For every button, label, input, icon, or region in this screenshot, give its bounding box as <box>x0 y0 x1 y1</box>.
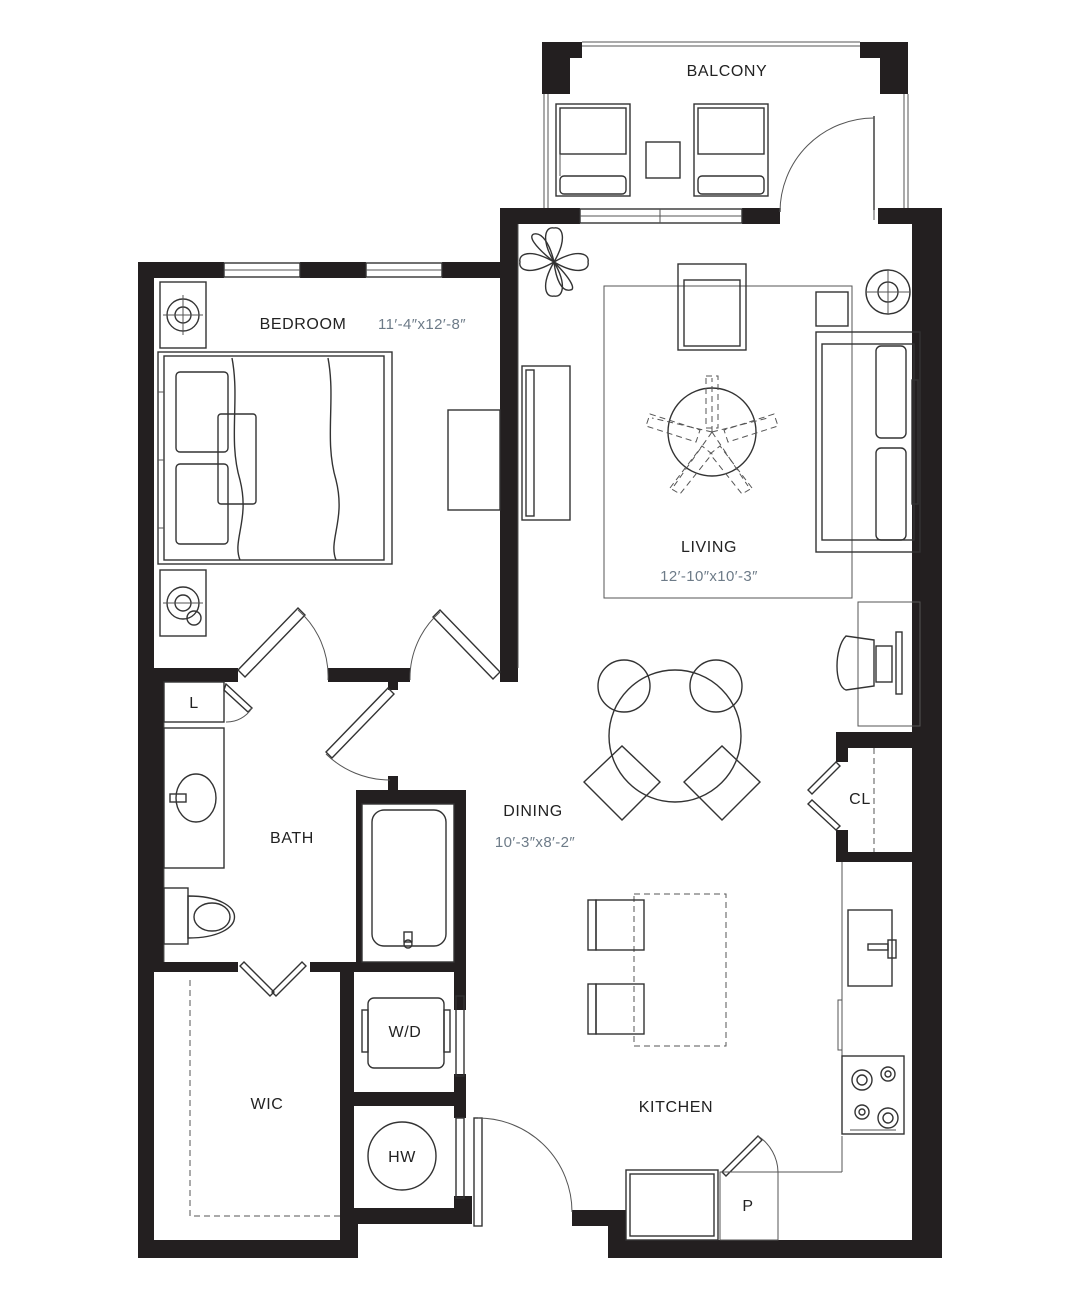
closet-label: CL <box>849 791 871 808</box>
water-heater <box>367 1121 437 1191</box>
balcony-label: BALCONY <box>687 63 768 80</box>
armchair <box>677 263 747 351</box>
dining-label: DINING <box>503 803 563 820</box>
bed <box>157 351 393 565</box>
wic-shelving <box>189 980 340 1217</box>
bedroom-nightstand-top <box>159 281 207 349</box>
bar-stool-bottom <box>587 983 645 1035</box>
washer-dryer-label: W/D <box>389 1024 422 1041</box>
bedroom-label: BEDROOM <box>260 316 347 333</box>
pantry-box <box>719 1171 779 1241</box>
pantry-label: P <box>742 1198 753 1215</box>
toilet <box>163 887 235 945</box>
dining-dimensions: 10′-3″x8′-2″ <box>495 834 576 851</box>
kitchen-sink <box>847 909 897 987</box>
balcony-chair-right <box>693 103 769 197</box>
living-lamp <box>865 269 911 315</box>
bedroom-dimensions: 11′-4″x12′-8″ <box>378 316 466 333</box>
linen-label: L <box>189 695 199 712</box>
stove <box>841 1055 905 1135</box>
water-heater-label: HW <box>388 1149 416 1166</box>
end-table <box>815 291 849 327</box>
vanity <box>163 727 225 869</box>
labels: BALCONY BEDROOM 11′-4″x12′-8″ LIVING 12′… <box>189 63 871 1215</box>
washer-dryer <box>361 997 451 1069</box>
dining-table <box>582 659 762 821</box>
tv-console <box>521 365 571 521</box>
kitchen-island <box>633 893 727 1047</box>
living-dimensions: 12′-10″x10′-3″ <box>660 568 758 585</box>
bathtub <box>361 803 455 963</box>
bar-stool-top <box>587 899 645 951</box>
desk <box>836 601 921 727</box>
bedroom-nightstand-bottom <box>159 569 207 637</box>
coffee-table <box>645 375 779 495</box>
linen-cabinet <box>163 681 225 723</box>
refrigerator <box>625 1169 719 1241</box>
living-rug <box>603 285 853 599</box>
walls <box>138 42 942 1258</box>
balcony-chair-left <box>555 103 631 197</box>
sofa <box>815 331 921 553</box>
plant <box>519 227 589 297</box>
wic-label: WIC <box>251 1096 284 1113</box>
bath-label: BATH <box>270 830 314 847</box>
doors <box>223 116 875 1227</box>
dishwasher <box>837 999 843 1051</box>
furniture <box>157 103 921 1241</box>
bedroom-dresser <box>447 409 501 511</box>
living-label: LIVING <box>681 539 737 556</box>
balcony-side-table <box>645 141 681 179</box>
kitchen-label: KITCHEN <box>639 1099 713 1116</box>
